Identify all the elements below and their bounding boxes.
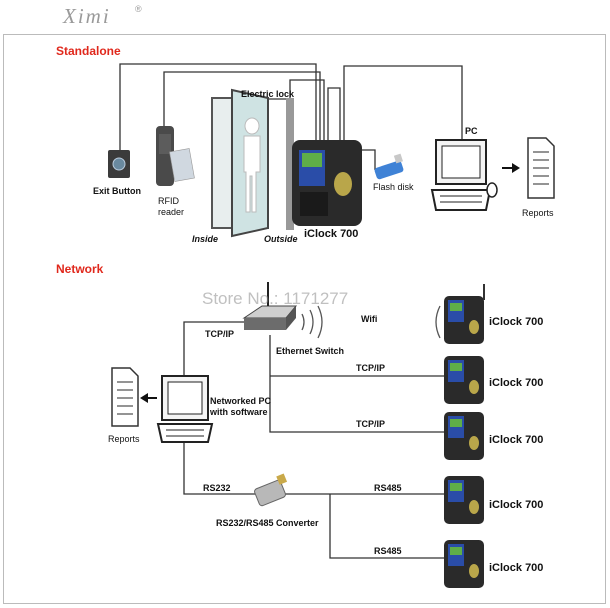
ethernet-switch-icon bbox=[242, 282, 298, 330]
label-pc: PC bbox=[465, 126, 478, 136]
label-converter: RS232/RS485 Converter bbox=[216, 518, 319, 528]
label-iclock-network-5: iClock 700 bbox=[489, 562, 544, 574]
label-tcpip-1: TCP/IP bbox=[356, 363, 386, 373]
label-iclock-network-2: iClock 700 bbox=[489, 377, 544, 389]
label-networked-pc-line2: with software bbox=[210, 407, 268, 417]
label-wifi: Wifi bbox=[361, 314, 378, 324]
registered-mark: ® bbox=[135, 4, 142, 14]
wifi-signal-icon bbox=[301, 305, 457, 339]
electric-lock-door-icon bbox=[211, 88, 294, 238]
label-rs485-1: RS485 bbox=[374, 483, 402, 493]
diagram-frame bbox=[3, 34, 606, 604]
label-networked-pc-line1: Networked PC bbox=[210, 396, 272, 406]
iclock-device-icon-5 bbox=[444, 540, 484, 588]
label-inside: Inside bbox=[192, 234, 219, 244]
label-iclock-network-4: iClock 700 bbox=[489, 499, 544, 511]
label-exit-button: Exit Button bbox=[93, 186, 141, 196]
label-reports-network: Reports bbox=[108, 434, 140, 444]
flash-disk-icon bbox=[374, 153, 404, 180]
rfid-reader-icon bbox=[156, 126, 195, 186]
standalone-pc-icon bbox=[430, 139, 498, 211]
iclock-device-icon-3 bbox=[444, 412, 484, 460]
label-rs485-2: RS485 bbox=[374, 546, 402, 556]
standalone-reports-icon bbox=[527, 137, 555, 199]
section-title-standalone: Standalone bbox=[56, 44, 121, 58]
iclock-device-icon-2 bbox=[444, 356, 484, 404]
label-reports-standalone: Reports bbox=[522, 208, 554, 218]
label-tcpip-top: TCP/IP bbox=[205, 329, 235, 339]
arrow-right-icon bbox=[502, 163, 520, 173]
network-wiring bbox=[183, 321, 446, 559]
iclock-device-icon-1 bbox=[444, 296, 484, 344]
label-ethernet-switch: Ethernet Switch bbox=[276, 346, 345, 356]
arrow-left-icon bbox=[140, 393, 157, 403]
standalone-wiring bbox=[119, 63, 463, 170]
label-flash-disk: Flash disk bbox=[373, 182, 414, 192]
label-tcpip-2: TCP/IP bbox=[356, 419, 386, 429]
section-title-network: Network bbox=[56, 262, 104, 276]
rs232-rs485-converter-icon bbox=[254, 473, 288, 507]
iclock-network-devices bbox=[444, 284, 485, 588]
label-rfid-line2: reader bbox=[158, 207, 185, 217]
brand-logo: Ximi bbox=[63, 4, 111, 28]
exit-button-icon bbox=[108, 150, 130, 178]
label-iclock-network-3: iClock 700 bbox=[489, 434, 544, 446]
label-iclock-standalone: iClock 700 bbox=[304, 228, 359, 240]
label-rfid-line1: RFID bbox=[158, 196, 179, 206]
label-iclock-network-1: iClock 700 bbox=[489, 316, 544, 328]
iclock-device-icon-4 bbox=[444, 476, 484, 524]
label-rs232: RS232 bbox=[203, 483, 231, 493]
iclock-device-standalone-icon bbox=[292, 140, 362, 226]
network-reports-icon bbox=[111, 367, 139, 427]
networked-pc-icon bbox=[156, 375, 214, 443]
store-watermark: Store No.: 1171277 bbox=[202, 289, 349, 308]
label-electric-lock: Electric lock bbox=[241, 89, 295, 99]
label-outside: Outside bbox=[264, 234, 298, 244]
